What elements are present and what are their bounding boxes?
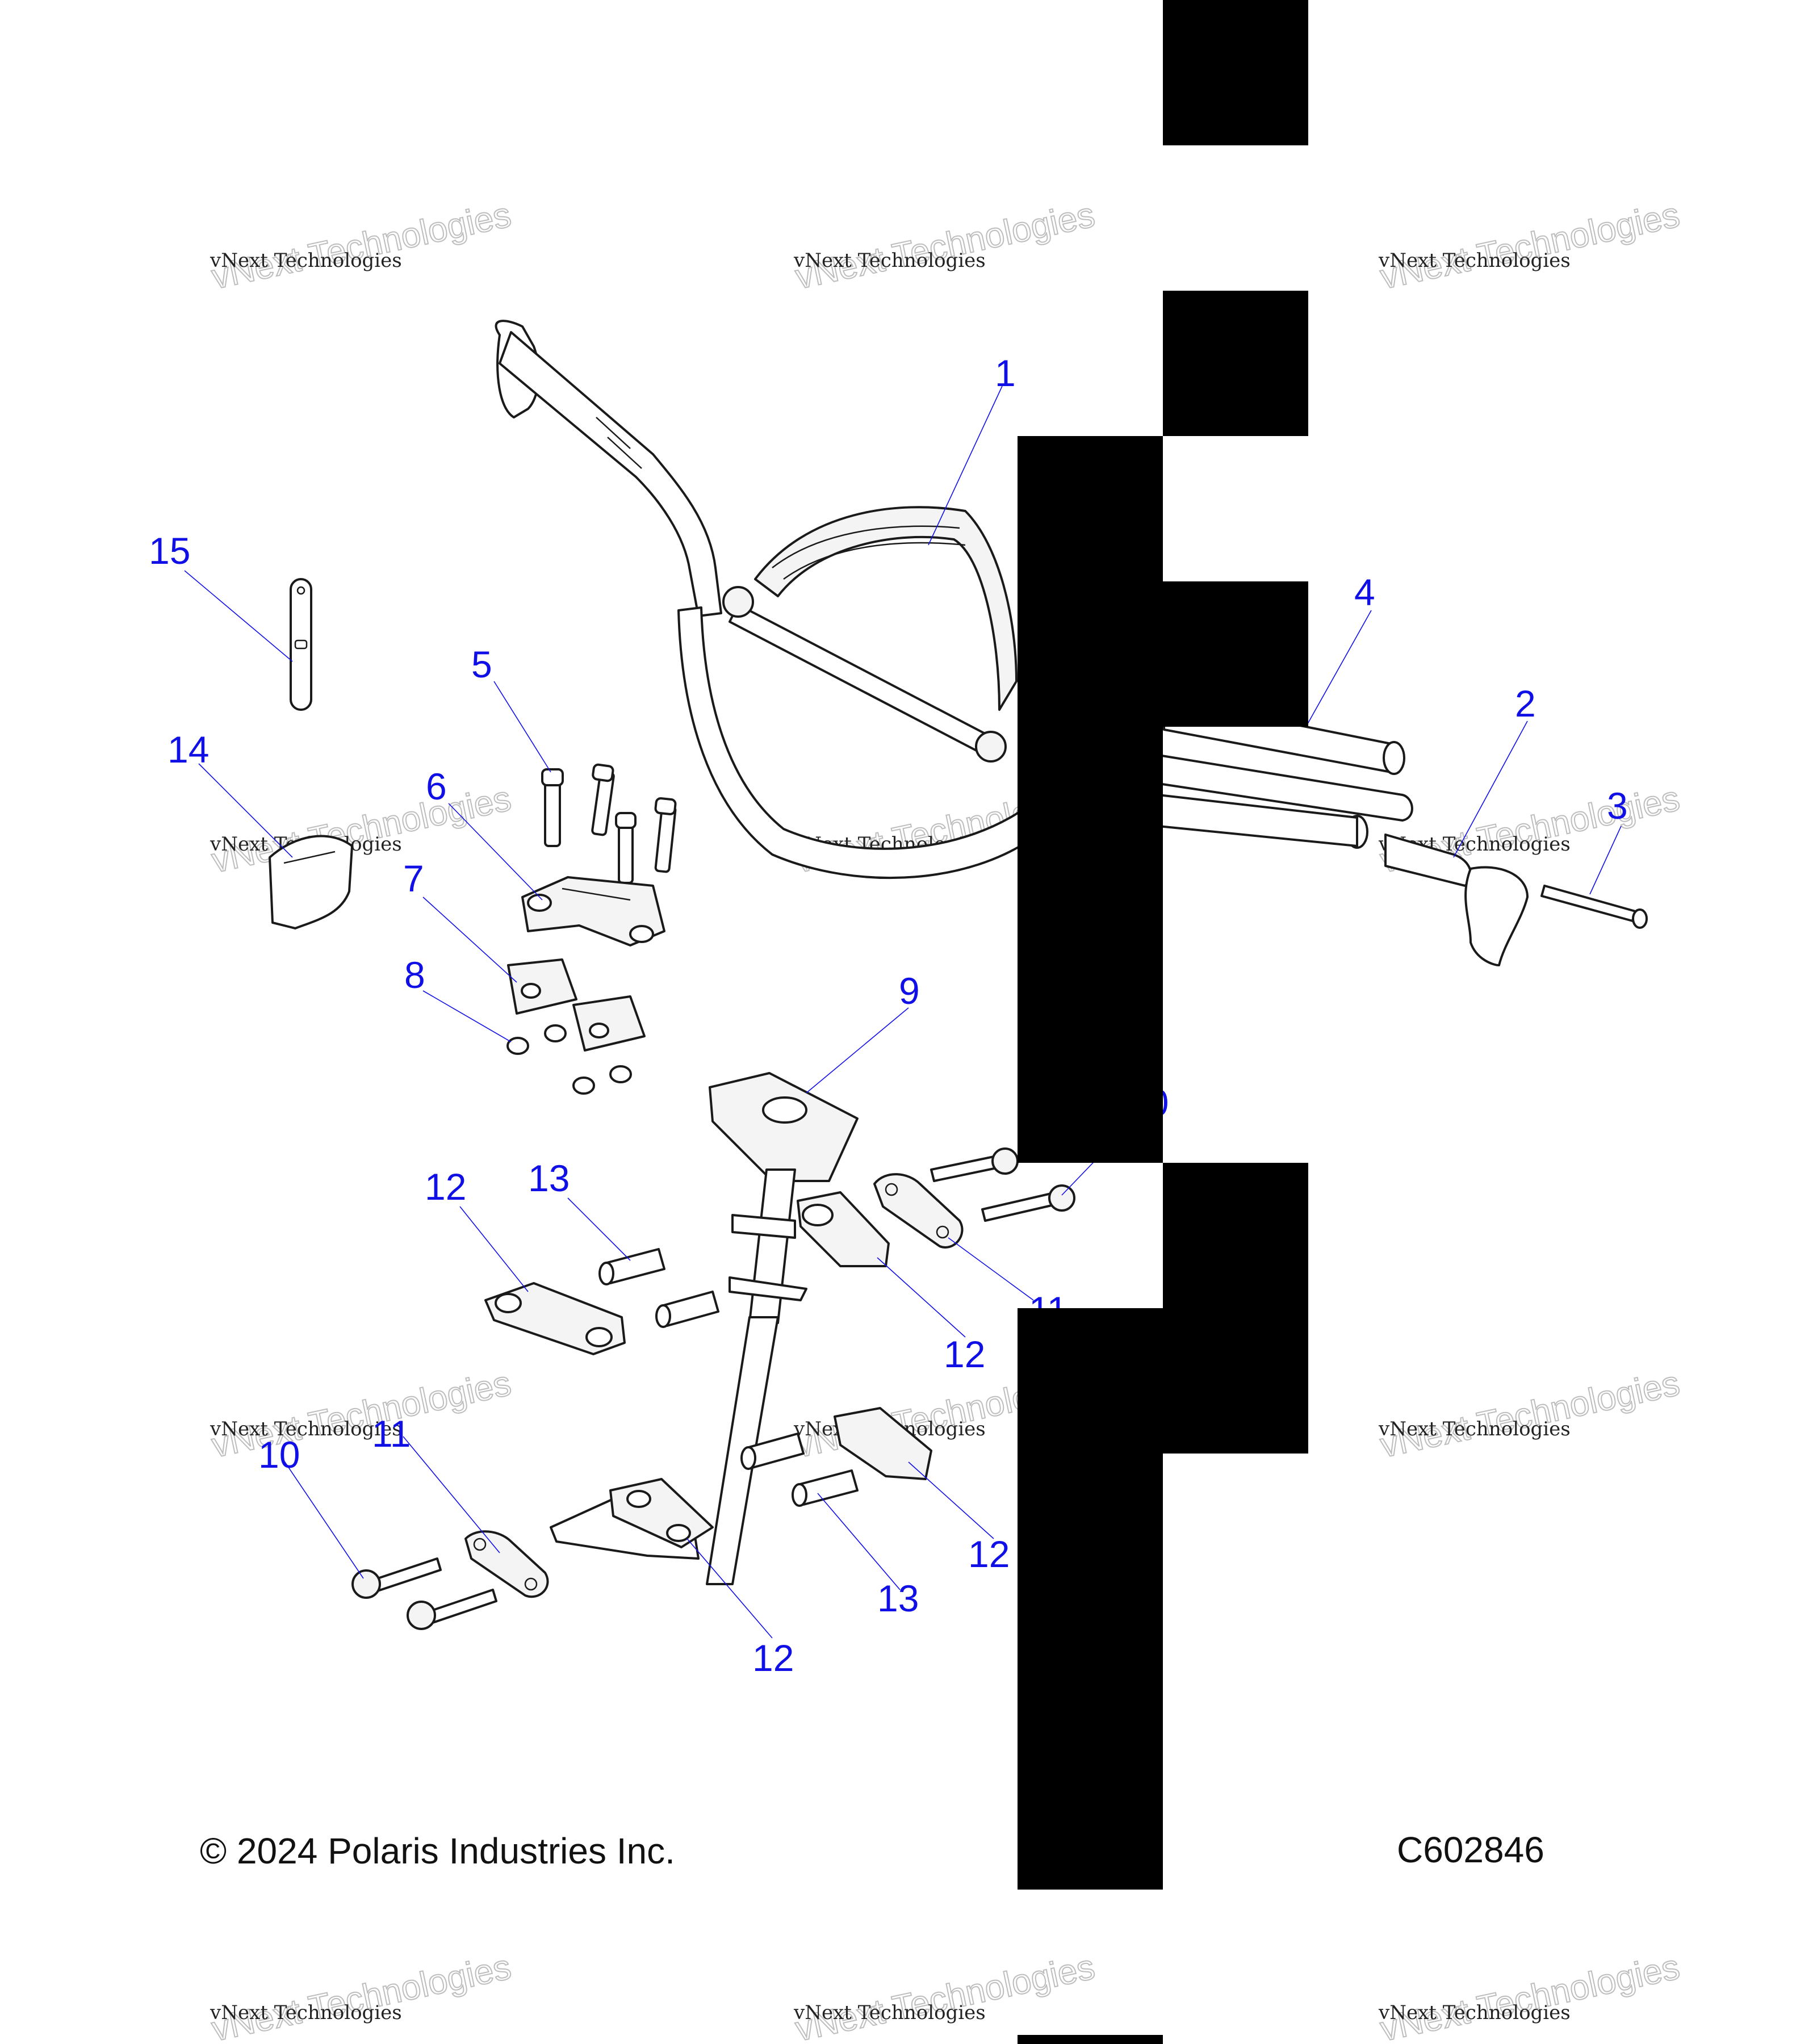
svg-text:vNext Technologies: vNext Technologies: [792, 1947, 1098, 2044]
callout-12a: 12: [944, 1333, 985, 1375]
callout-9: 9: [899, 970, 920, 1012]
callout-13b: 13: [877, 1577, 919, 1619]
svg-text:vNext Technologies: vNext Technologies: [1378, 1418, 1571, 1440]
spacers-part: [598, 1248, 859, 1507]
callout-2: 2: [1515, 682, 1536, 724]
svg-text:vNext Technologies: vNext Technologies: [208, 1364, 514, 1465]
watermark: vNext Technologies vNext Technologies: [208, 778, 515, 881]
callout-15: 15: [149, 530, 190, 572]
callout-12d: 12: [752, 1637, 794, 1679]
redaction-blocks: [1018, 0, 1308, 2044]
cover-part: [269, 835, 353, 929]
split-clamps-part: [484, 1191, 932, 1548]
watermark: vNext Technologies vNext Technologies: [208, 1363, 515, 1466]
callout-14: 14: [168, 728, 209, 770]
clamp-bolts-part: [541, 763, 677, 884]
watermark: vNext Technologies vNext Technologies: [1376, 1947, 1684, 2044]
svg-text:vNext Technologies: vNext Technologies: [793, 2001, 986, 2024]
svg-text:vNext Technologies: vNext Technologies: [210, 1418, 402, 1440]
watermark: vNext Technologies vNext Technologies: [1376, 778, 1684, 881]
callout-11b: 11: [372, 1413, 411, 1455]
svg-text:vNext Technologies: vNext Technologies: [1377, 1364, 1683, 1465]
svg-text:vNext Technologies: vNext Technologies: [1378, 2001, 1571, 2024]
callout-4: 4: [1354, 571, 1375, 613]
strip-part: [290, 578, 312, 711]
bushings-part: [506, 1024, 632, 1095]
callout-10b: 10: [258, 1434, 300, 1476]
upper-clamp-part: [521, 876, 665, 946]
watermark: vNext Technologies vNext Technologies: [208, 1947, 515, 2044]
watermark: vNext Technologies vNext Technologies: [792, 195, 1099, 298]
svg-text:vNext Technologies: vNext Technologies: [210, 2001, 402, 2024]
watermark: vNext Technologies vNext Technologies: [208, 195, 515, 298]
svg-text:vNext Technologies: vNext Technologies: [208, 779, 514, 881]
svg-text:vNext Technologies: vNext Technologies: [208, 1947, 514, 2044]
copyright-text: © 2024 Polaris Industries Inc.: [200, 1831, 675, 1871]
link-plates-part: [464, 1173, 964, 1598]
long-bolt-part: [1540, 885, 1648, 929]
callout-3: 3: [1607, 785, 1628, 827]
svg-text:vNext Technologies: vNext Technologies: [210, 249, 402, 272]
callout-5: 5: [471, 643, 492, 685]
callout-1: 1: [995, 352, 1016, 394]
watermark: vNext Technologies vNext Technologies: [792, 1947, 1099, 2044]
callout-7: 7: [403, 857, 424, 899]
callout-12c: 12: [968, 1533, 1010, 1575]
callout-12b: 12: [425, 1166, 466, 1208]
svg-text:vNext Technologies: vNext Technologies: [1377, 1947, 1683, 2044]
callout-13a: 13: [528, 1157, 570, 1199]
leader-lines: [184, 386, 1622, 1639]
callout-8: 8: [404, 954, 425, 996]
watermark: vNext Technologies vNext Technologies: [1376, 1363, 1684, 1466]
grip-end-part: [1384, 833, 1529, 966]
callout-labels: 1 2 3 4 5 6 7 8 9 10 11 12 12 13 10 11 1…: [149, 352, 1628, 1679]
svg-text:vNext Technologies: vNext Technologies: [792, 195, 1098, 297]
watermark: vNext Technologies vNext Technologies: [1376, 195, 1684, 298]
diagram-code: C602846: [1397, 1829, 1544, 1870]
svg-text:vNext Technologies: vNext Technologies: [1377, 195, 1683, 297]
svg-text:vNext Technologies: vNext Technologies: [1378, 249, 1571, 272]
callout-6: 6: [426, 765, 447, 807]
pivot-bolts-part: [351, 1147, 1075, 1630]
svg-text:vNext Technologies: vNext Technologies: [208, 195, 514, 297]
svg-text:vNext Technologies: vNext Technologies: [793, 249, 986, 272]
watermark-grid: vNext Technologies vNext Technologies vN…: [208, 195, 1684, 2044]
lower-clamps-part: [507, 958, 646, 1052]
